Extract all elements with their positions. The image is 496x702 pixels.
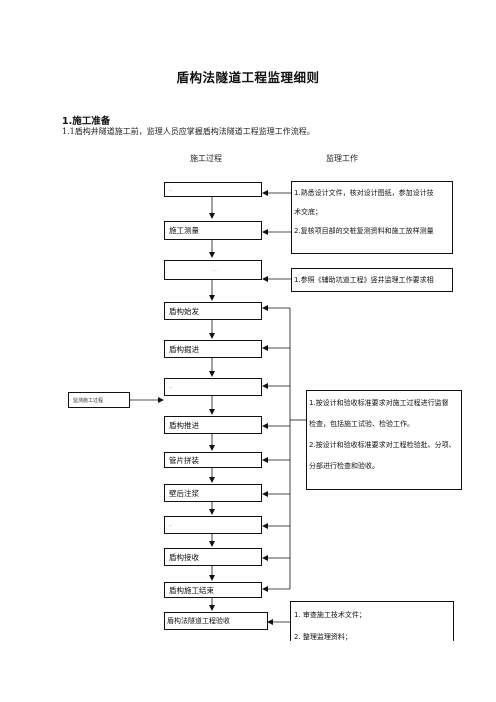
- flow-step-label: 施工测量: [169, 226, 199, 235]
- monitoring-box: 监测施工过程: [68, 392, 130, 408]
- supervision-line: 术交底；: [294, 208, 322, 216]
- flow-step-label: ...: [169, 523, 173, 527]
- supervision-box-design-review: 1.熟悉设计文件，核对设计图纸，参加设计技 术交底； 2.复核项目部的交桩复测资…: [291, 181, 453, 254]
- column-header-process: 施工过程: [190, 154, 222, 163]
- page-title: 盾构法隧道工程监理细则: [176, 70, 320, 85]
- flow-step-launch: 盾构始发: [164, 302, 262, 320]
- supervision-line: 2. 整理监理资料；: [294, 633, 352, 641]
- supervision-line: 分部进行检查和验收。: [309, 462, 379, 470]
- flow-step-label: 盾构法隧道工程验收: [167, 617, 230, 625]
- section-heading: 1.施工准备: [62, 116, 111, 127]
- supervision-box-process-control: 1.按设计和验收标准要求对施工过程进行监督 检查，包括施工试验、检验工作。 2.…: [306, 390, 462, 490]
- flow-step-label: 盾构掘进: [169, 344, 199, 354]
- flow-step-tunneling: 盾构掘进: [164, 340, 262, 358]
- flow-step-completion: 盾构施工结束: [164, 582, 262, 598]
- flow-step-label: - - -: [211, 268, 218, 272]
- supervision-box-acceptance: 1. 审查施工技术文件； 2. 整理监理资料；: [290, 601, 454, 641]
- supervision-line: 检查，包括施工试验、检验工作。: [309, 420, 414, 428]
- supervision-line: 2.复核项目部的交桩复测资料和施工放样测量: [294, 227, 434, 235]
- flow-step-blank-2: ...: [164, 516, 262, 534]
- monitoring-label: 监测施工过程: [73, 397, 104, 404]
- supervision-line: 1.熟悉设计文件，核对设计图纸，参加设计技: [294, 189, 434, 197]
- supervision-line: 1.按设计和验收标准要求对施工过程进行监督: [309, 399, 449, 407]
- flow-step-acceptance: 盾构法隧道工程验收: [164, 612, 268, 630]
- flow-step-shaft: - - -: [164, 260, 262, 280]
- flow-step-label: 盾构始发: [169, 306, 199, 316]
- supervision-box-shaft: 1.参照《辅助坑道工程》竖井监理工作要求相: [291, 268, 453, 292]
- flow-step-driving: 盾构推进: [164, 416, 262, 434]
- column-header-supervision: 监理工作: [326, 154, 358, 163]
- flow-step-label: 管片拼装: [169, 455, 199, 465]
- flow-step-label: 壁后注浆: [169, 488, 199, 498]
- flow-step-preparation: ...: [164, 182, 262, 197]
- supervision-line: 2.按设计和验收标准要求对工程检验批、分项、: [309, 441, 456, 449]
- flow-step-label: ...: [169, 385, 173, 389]
- flow-step-label: 盾构接收: [169, 552, 199, 562]
- flow-step-survey: 施工测量: [164, 221, 262, 240]
- flow-step-blank-1: ...: [164, 378, 262, 396]
- flow-step-label: 盾构推进: [169, 420, 199, 430]
- supervision-line: 1. 审查施工技术文件；: [294, 611, 366, 619]
- flow-step-label: ...: [169, 187, 173, 192]
- intro-paragraph: 1.1盾构井隧道施工前，监理人员应掌握盾构法隧道工程监理工作流程。: [62, 127, 315, 136]
- supervision-line: 1.参照《辅助坑道工程》竖井监理工作要求相: [294, 276, 434, 284]
- flow-step-grouting: 壁后注浆: [164, 484, 262, 502]
- flow-step-segment-assembly: 管片拼装: [164, 452, 262, 468]
- flow-step-receiving: 盾构接收: [164, 548, 262, 566]
- flow-step-label: 盾构施工结束: [169, 585, 214, 595]
